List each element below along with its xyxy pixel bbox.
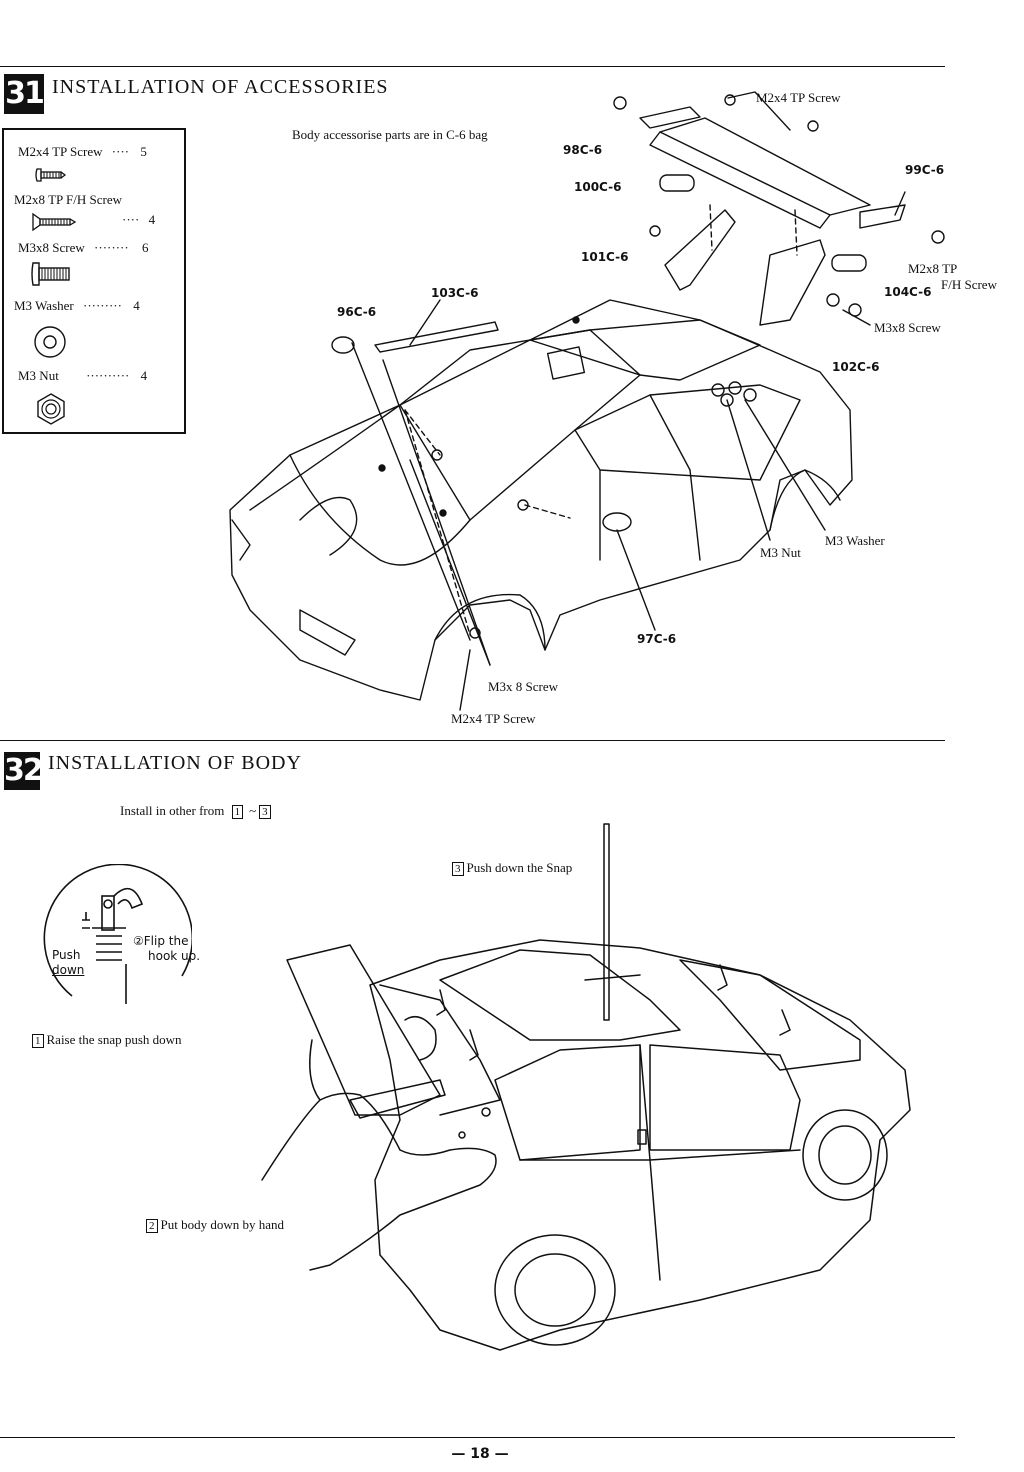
part-qty: 5 bbox=[140, 144, 147, 159]
part-name: M3 Washer bbox=[14, 298, 74, 313]
step-1-text: Raise the snap push down bbox=[46, 1032, 182, 1047]
flip-hook-label-line1: ②Flip the bbox=[133, 934, 189, 948]
part-dots: ········· bbox=[82, 298, 122, 313]
step-number-badge-31: 31 bbox=[4, 74, 45, 114]
part-dots: ········ bbox=[94, 240, 129, 255]
machine-screw-icon bbox=[31, 262, 70, 286]
flip-hook-label-line2: hook up. bbox=[148, 949, 201, 963]
part-qty: 4 bbox=[140, 368, 148, 383]
part-dots: ···· bbox=[122, 212, 140, 227]
accessories-note: Body accessorise parts are in C-6 bag bbox=[292, 127, 488, 142]
part-name: M2x8 TP F/H Screw bbox=[14, 192, 122, 207]
part-number-96: 96C-6 bbox=[337, 305, 377, 319]
step-2-number: 2 bbox=[146, 1219, 158, 1233]
part-number-104: 104C-6 bbox=[884, 285, 932, 299]
top-rule bbox=[0, 66, 945, 67]
step-3-number: 3 bbox=[452, 862, 464, 876]
install-order-instruction: Install in other from 1 ~3 bbox=[120, 803, 274, 819]
part-number-102: 102C-6 bbox=[832, 360, 880, 374]
tp-screw-icon bbox=[35, 168, 67, 182]
part-name: M3 Nut bbox=[18, 368, 59, 383]
step-3-text: Push down the Snap bbox=[466, 860, 573, 875]
accessories-exploded-diagram bbox=[229, 91, 945, 711]
washer-icon bbox=[34, 326, 66, 358]
long-tp-screw-icon bbox=[32, 212, 77, 232]
push-down-label-line2: down bbox=[52, 963, 85, 977]
part-row-m2x8: M2x8 TP F/H Screw bbox=[14, 192, 122, 208]
step-ref-to: 3 bbox=[259, 805, 271, 819]
part-name: M3x8 Screw bbox=[18, 240, 85, 255]
part-row-m2x8-qty: ···· 4 bbox=[122, 212, 155, 228]
label-m2x4-bottom: M2x4 TP Screw bbox=[451, 711, 536, 726]
part-number-100: 100C-6 bbox=[574, 180, 622, 194]
bottom-rule bbox=[0, 1437, 955, 1438]
part-number-97: 97C-6 bbox=[637, 632, 677, 646]
label-m3-nut: M3 Nut bbox=[760, 545, 801, 560]
install-order-text: Install in other from bbox=[120, 803, 225, 818]
label-m3x8-bottom: M3x 8 Screw bbox=[488, 679, 559, 694]
step-ref-sep: ~ bbox=[249, 803, 257, 818]
part-qty: 4 bbox=[148, 212, 156, 227]
section-title-31: INSTALLATION OF ACCESSORIES bbox=[52, 76, 389, 98]
push-down-label-line1: Push bbox=[52, 948, 81, 962]
step-2-text: Put body down by hand bbox=[160, 1217, 285, 1232]
page-number: — 18 — bbox=[451, 1446, 509, 1462]
part-number-101: 101C-6 bbox=[581, 250, 629, 264]
label-m2x4-top: M2x4 TP Screw bbox=[756, 90, 841, 105]
section-title-32: INSTALLATION OF BODY bbox=[48, 752, 302, 774]
part-row-m2x4: M2x4 TP Screw ···· 5 bbox=[18, 144, 147, 160]
part-number-98: 98C-6 bbox=[563, 143, 603, 157]
part-number-103: 103C-6 bbox=[431, 286, 479, 300]
label-m3x8-right: M3x8 Screw bbox=[874, 320, 941, 335]
label-m2x8-line2: F/H Screw bbox=[941, 277, 997, 292]
part-qty: 6 bbox=[141, 240, 149, 255]
section-divider-rule bbox=[0, 740, 945, 741]
part-number-99: 99C-6 bbox=[905, 163, 945, 177]
snap-detail-circle bbox=[43, 864, 192, 1004]
step-ref-from: 1 bbox=[231, 805, 244, 819]
label-m3-washer: M3 Washer bbox=[825, 533, 885, 548]
part-row-m3x8: M3x8 Screw ········ 6 bbox=[18, 240, 148, 256]
part-dots: ···· bbox=[111, 144, 130, 159]
part-dots: ·········· bbox=[86, 368, 130, 383]
step-number-badge-32: 32 bbox=[4, 752, 44, 790]
part-qty: 4 bbox=[133, 298, 140, 313]
part-row-m3-nut: M3 Nut ·········· 4 bbox=[18, 368, 147, 384]
step-1-number: 1 bbox=[32, 1034, 44, 1048]
parts-list-box: M2x4 TP Screw ···· 5 M2x8 TP F/H Screw ·… bbox=[2, 128, 186, 434]
part-name: M2x4 TP Screw bbox=[18, 144, 103, 159]
label-m2x8-line1: M2x8 TP bbox=[908, 261, 958, 276]
part-row-m3-washer: M3 Washer ········· 4 bbox=[14, 298, 140, 314]
hex-nut-icon bbox=[37, 393, 65, 425]
